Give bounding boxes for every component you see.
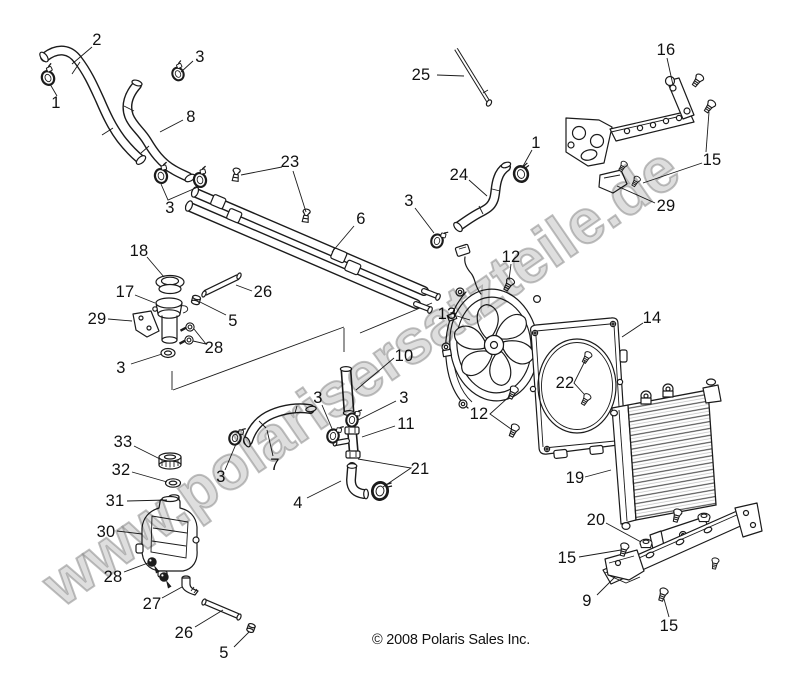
leader-lines	[49, 46, 710, 648]
callout-32: 32	[111, 460, 131, 479]
callout-3: 3	[195, 47, 205, 66]
fan-shroud	[529, 317, 630, 460]
callout-15: 15	[702, 150, 722, 169]
radiator	[609, 378, 722, 530]
callout-25: 25	[411, 65, 431, 84]
upper-bracket-assembly	[565, 72, 718, 194]
callout-28: 28	[103, 567, 123, 586]
callout-3: 3	[116, 358, 126, 377]
callout-29: 29	[656, 196, 676, 215]
callout-15: 15	[659, 616, 679, 635]
callout-4: 4	[293, 493, 303, 512]
callout-8: 8	[186, 107, 196, 126]
overflow-bottle-assembly	[135, 452, 256, 634]
callout-3: 3	[165, 198, 175, 217]
callout-15: 15	[557, 548, 577, 567]
callout-7: 7	[270, 455, 280, 474]
hose-24	[453, 161, 534, 233]
callout-31: 31	[105, 491, 125, 510]
callout-3: 3	[216, 467, 226, 486]
callout-6: 6	[356, 209, 366, 228]
callout-5: 5	[228, 311, 238, 330]
callout-3: 3	[399, 388, 409, 407]
filler-neck-assembly	[132, 272, 242, 359]
callout-26: 26	[253, 282, 273, 301]
callout-5: 5	[219, 643, 229, 662]
callout-20: 20	[586, 510, 606, 529]
callout-33: 33	[113, 432, 133, 451]
callout-22: 22	[555, 373, 575, 392]
callout-24: 24	[449, 165, 469, 184]
hose-8	[122, 59, 212, 190]
callout-16: 16	[656, 40, 676, 59]
callout-21: 21	[410, 459, 430, 478]
hose-upper-left	[36, 45, 147, 165]
copyright-text: © 2008 Polaris Sales Inc.	[372, 632, 531, 648]
callout-12: 12	[469, 404, 489, 423]
callout-19: 19	[565, 468, 585, 487]
callout-26: 26	[174, 623, 194, 642]
callout-14: 14	[642, 308, 662, 327]
callout-30: 30	[96, 522, 116, 541]
callout-3: 3	[313, 388, 323, 407]
callout-11: 11	[397, 414, 415, 433]
callout-28: 28	[204, 338, 224, 357]
center-tube-stack	[226, 366, 394, 503]
cooling-fan	[441, 243, 546, 439]
callout-2: 2	[92, 30, 102, 49]
callout-1: 1	[51, 93, 61, 112]
callout-27: 27	[142, 594, 162, 613]
callout-3: 3	[404, 191, 414, 210]
callout-1: 1	[531, 133, 541, 152]
callout-17: 17	[115, 282, 135, 301]
callout-13: 13	[437, 304, 457, 323]
callout-23: 23	[280, 152, 300, 171]
vent-rod	[454, 47, 493, 107]
lower-bracket-assembly	[602, 502, 763, 603]
callout-10: 10	[394, 346, 414, 365]
callout-18: 18	[129, 241, 149, 260]
callout-29: 29	[87, 309, 107, 328]
callout-9: 9	[582, 591, 592, 610]
callout-12: 12	[501, 247, 521, 266]
coolant-tubes	[184, 186, 450, 314]
